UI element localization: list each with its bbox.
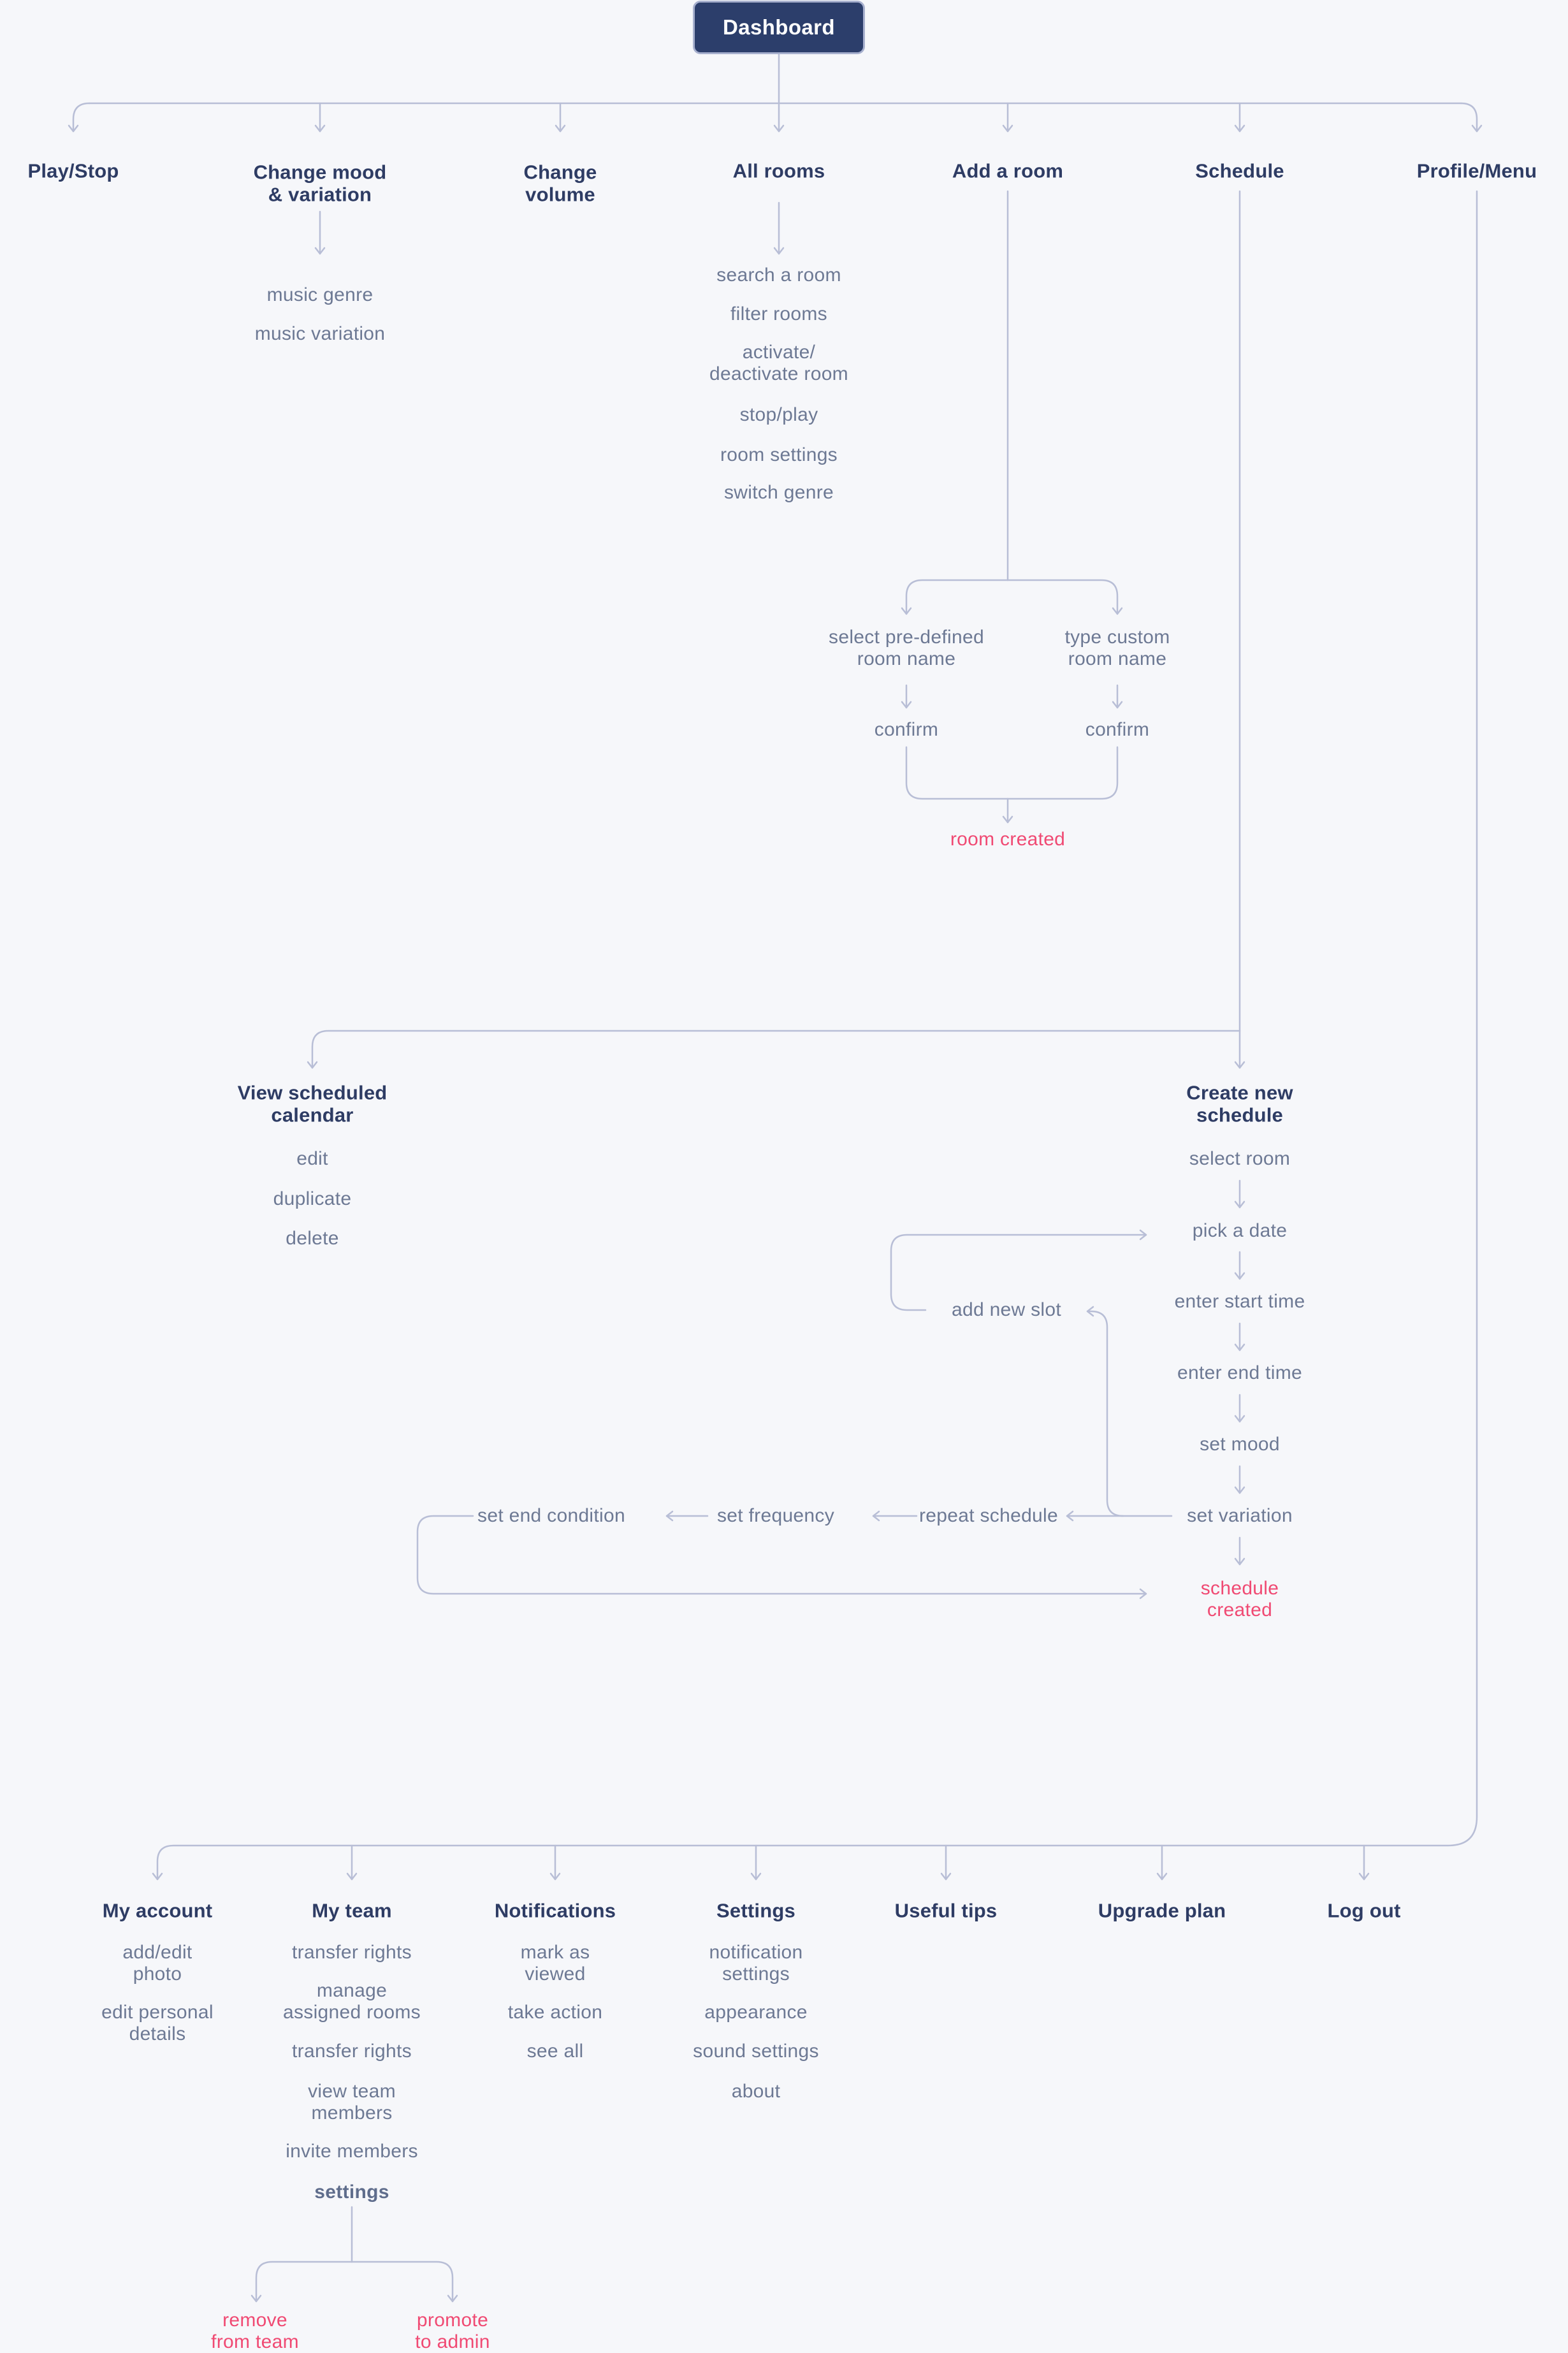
node-predefined-name: select pre-defined room name <box>829 626 984 669</box>
node-start-time: enter start time <box>1174 1290 1305 1312</box>
node-add-edit-photo: add/edit photo <box>122 1941 192 1985</box>
node-switch-genre: switch genre <box>723 481 834 503</box>
node-edit: edit <box>296 1147 328 1169</box>
node-edit-personal-details: edit personal details <box>101 2001 214 2044</box>
node-schedule: Schedule <box>1195 159 1284 182</box>
connector-repeat-to-addslot <box>1086 1306 1124 1517</box>
node-profile-menu: Profile/Menu <box>1416 159 1537 182</box>
connector-addroom-left <box>901 579 1009 615</box>
node-change-volume: Change volume <box>523 161 597 206</box>
connector-top-right-elbow <box>1460 102 1483 133</box>
node-promote-to-admin: promote to admin <box>415 2309 490 2352</box>
node-music-genre: music genre <box>266 284 374 305</box>
node-about: about <box>731 2080 781 2102</box>
node-view-calendar: View scheduled calendar <box>237 1081 388 1126</box>
node-useful-tips: Useful tips <box>894 1899 998 1922</box>
node-view-team-members: view team members <box>308 2080 396 2124</box>
node-my-team: My team <box>312 1899 392 1922</box>
node-play-stop: Play/Stop <box>27 159 119 182</box>
node-room-created: room created <box>950 828 1066 850</box>
node-notification-settings: notification settings <box>709 1941 803 1985</box>
node-room-settings: room settings <box>720 444 838 465</box>
node-change-mood: Change mood & variation <box>253 161 387 206</box>
node-notifications: Notifications <box>494 1899 616 1922</box>
node-transfer-rights-2: transfer rights <box>292 2040 412 2062</box>
connector-confirm-merge-left <box>905 746 1009 800</box>
connector-addroom-right <box>1006 579 1123 615</box>
node-music-variation: music variation <box>254 323 386 344</box>
node-set-frequency: set frequency <box>716 1504 835 1526</box>
node-appearance: appearance <box>704 2001 808 2023</box>
node-end-time: enter end time <box>1177 1362 1302 1383</box>
node-pick-date: pick a date <box>1192 1220 1288 1241</box>
node-set-variation: set variation <box>1187 1504 1293 1526</box>
node-stop-play: stop/play <box>739 404 818 425</box>
connector-teamsettings-right <box>351 2261 458 2303</box>
node-custom-name: type custom room name <box>1064 626 1170 669</box>
node-filter-rooms: filter rooms <box>730 303 827 324</box>
node-invite-members: invite members <box>286 2140 418 2162</box>
connector-addslot-loop <box>890 1229 1147 1311</box>
node-all-rooms: All rooms <box>732 159 825 182</box>
node-set-end-condition: set end condition <box>477 1504 625 1526</box>
node-duplicate: duplicate <box>273 1188 352 1209</box>
node-select-room: select room <box>1189 1147 1291 1169</box>
connector-profile-stem <box>152 190 1478 1881</box>
node-confirm-right: confirm <box>1085 718 1150 740</box>
node-sound-settings: sound settings <box>693 2040 819 2062</box>
node-add-new-slot: add new slot <box>951 1299 1062 1320</box>
connector-endcondition-created <box>416 1515 1147 1599</box>
node-remove-from-team: remove from team <box>211 2309 299 2352</box>
node-upgrade-plan: Upgrade plan <box>1098 1899 1226 1922</box>
connector-view-calendar <box>307 1030 1241 1069</box>
dashboard-node: Dashboard <box>693 1 865 54</box>
node-team-settings: settings <box>314 2181 389 2203</box>
node-activate-room: activate/ deactivate room <box>709 341 848 384</box>
node-set-mood: set mood <box>1200 1433 1280 1455</box>
node-take-action: take action <box>507 2001 603 2023</box>
node-delete: delete <box>286 1227 339 1249</box>
node-confirm-left: confirm <box>874 718 939 740</box>
node-my-account: My account <box>102 1899 213 1922</box>
node-mark-as-viewed: mark as viewed <box>520 1941 590 1985</box>
node-transfer-rights-1: transfer rights <box>292 1941 412 1963</box>
node-settings: Settings <box>716 1899 795 1922</box>
node-search-room: search a room <box>716 264 841 286</box>
connector-teamsettings-left <box>250 2261 353 2303</box>
node-create-schedule: Create new schedule <box>1186 1081 1293 1126</box>
node-manage-assigned-rooms: manage assigned rooms <box>283 1979 421 2023</box>
node-log-out: Log out <box>1327 1899 1401 1922</box>
connector-confirm-merge-right <box>1006 746 1119 800</box>
node-repeat-schedule: repeat schedule <box>919 1504 1058 1526</box>
node-schedule-created: schedule created <box>1200 1577 1279 1621</box>
node-add-room: Add a room <box>952 159 1064 182</box>
node-see-all: see all <box>526 2040 584 2062</box>
connector-top-left-elbow <box>68 102 91 133</box>
